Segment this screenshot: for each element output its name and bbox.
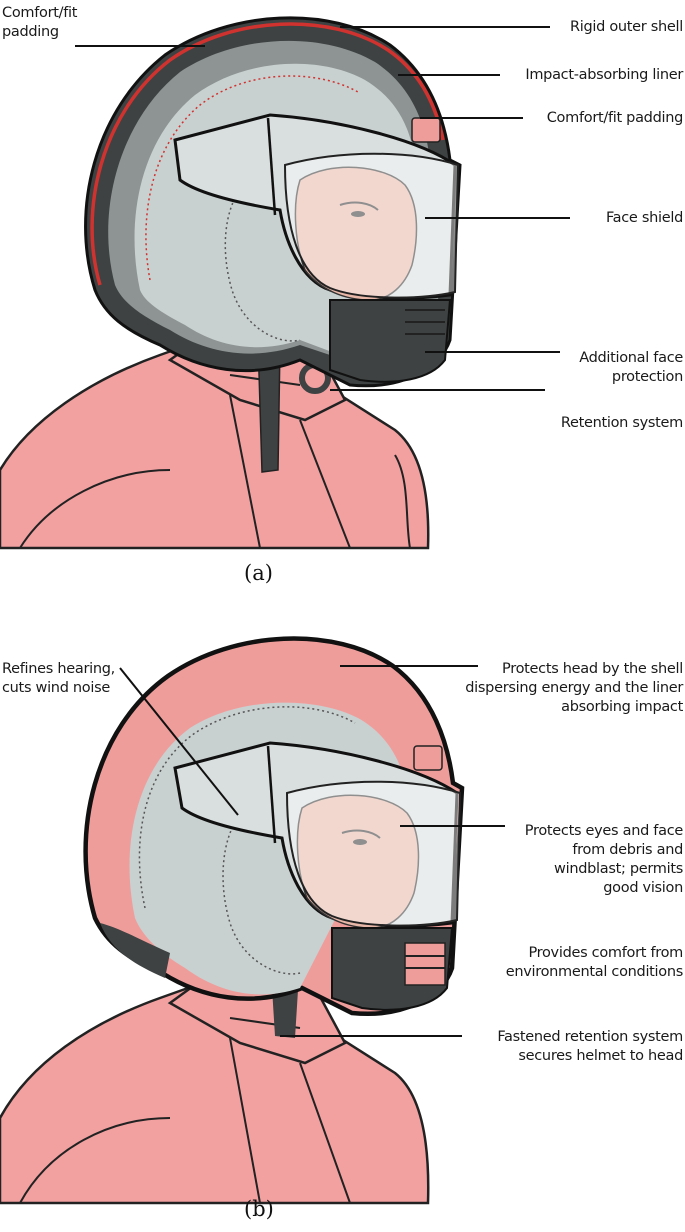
chin-bar-a <box>330 300 450 382</box>
label-comfort-fit-padding-right: Comfort/fit padding <box>460 109 683 128</box>
label-refines-hearing: Refines hearing, cuts wind noise <box>2 660 115 698</box>
label-retention-system: Retention system <box>500 414 683 433</box>
label-protects-head: Protects head by the shell dispersing en… <box>420 660 683 717</box>
panel-a-illustration <box>0 0 685 600</box>
label-face-shield: Face shield <box>520 209 683 228</box>
label-protects-eyes: Protects eyes and face from debris and w… <box>440 822 683 898</box>
label-additional-face-protection: Additional face protection <box>500 349 683 387</box>
caption-b: (b) <box>244 1197 274 1221</box>
label-provides-comfort: Provides comfort from environmental cond… <box>440 944 683 982</box>
caption-a: (a) <box>244 561 273 585</box>
label-fastened-retention: Fastened retention system secures helmet… <box>440 1028 683 1066</box>
label-impact-absorbing-liner: Impact-absorbing liner <box>440 66 683 85</box>
label-rigid-outer-shell: Rigid outer shell <box>500 18 683 37</box>
label-comfort-fit-padding-left: Comfort/fit padding <box>2 4 77 42</box>
